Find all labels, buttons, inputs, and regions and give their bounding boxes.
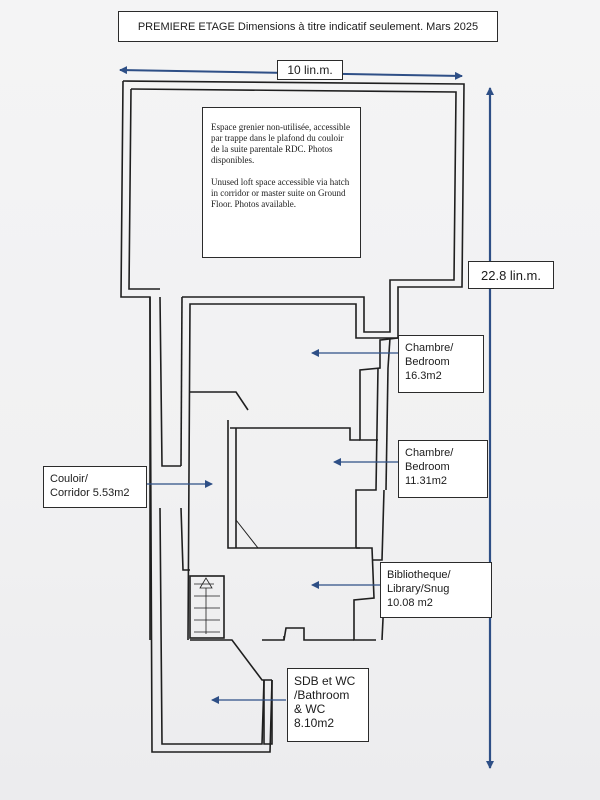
- room-name-line2: Bedroom: [405, 356, 450, 368]
- loft-note-french: Espace grenier non-utilisée, accessible …: [211, 122, 350, 165]
- loft-note: Espace grenier non-utilisée, accessible …: [202, 107, 361, 258]
- room-name-line2: Bedroom: [405, 461, 450, 473]
- room-name-line2: Library/Snug: [387, 583, 450, 595]
- loft-note-english: Unused loft space accessible via hatch i…: [211, 177, 350, 209]
- room-name-line3: & WC: [294, 702, 326, 716]
- room-area: 10.08 m2: [387, 597, 433, 609]
- room-label-bedroom-2: Chambre/ Bedroom 11.31m2: [398, 440, 488, 498]
- height-dimension-label: 22.8 lin.m.: [468, 261, 554, 289]
- plan-title: PREMIERE ETAGE Dimensions à titre indica…: [118, 11, 498, 42]
- room-label-corridor: Couloir/ Corridor 5.53m2: [43, 466, 147, 508]
- room-area: 16.3m2: [405, 370, 442, 382]
- room-label-library: Bibliotheque/ Library/Snug 10.08 m2: [380, 562, 492, 618]
- room-name-line1: Couloir/: [50, 473, 88, 485]
- room-label-bedroom-1: Chambre/ Bedroom 16.3m2: [398, 335, 484, 393]
- room-name-line1: Chambre/: [405, 447, 454, 459]
- room-name-line1: Chambre/: [405, 342, 454, 354]
- room-area: 11.31m2: [405, 475, 447, 487]
- room-name-line1: Bibliotheque/: [387, 569, 451, 581]
- room-name-line2: Corridor 5.53m2: [50, 487, 130, 499]
- room-label-bathroom: SDB et WC /Bathroom & WC 8.10m2: [287, 668, 369, 742]
- room-name-line2: /Bathroom: [294, 688, 350, 702]
- room-name-line1: SDB et WC: [294, 674, 356, 688]
- width-dimension-label: 10 lin.m.: [277, 60, 343, 80]
- room-area: 8.10m2: [294, 716, 335, 730]
- room-arrows: [146, 349, 398, 704]
